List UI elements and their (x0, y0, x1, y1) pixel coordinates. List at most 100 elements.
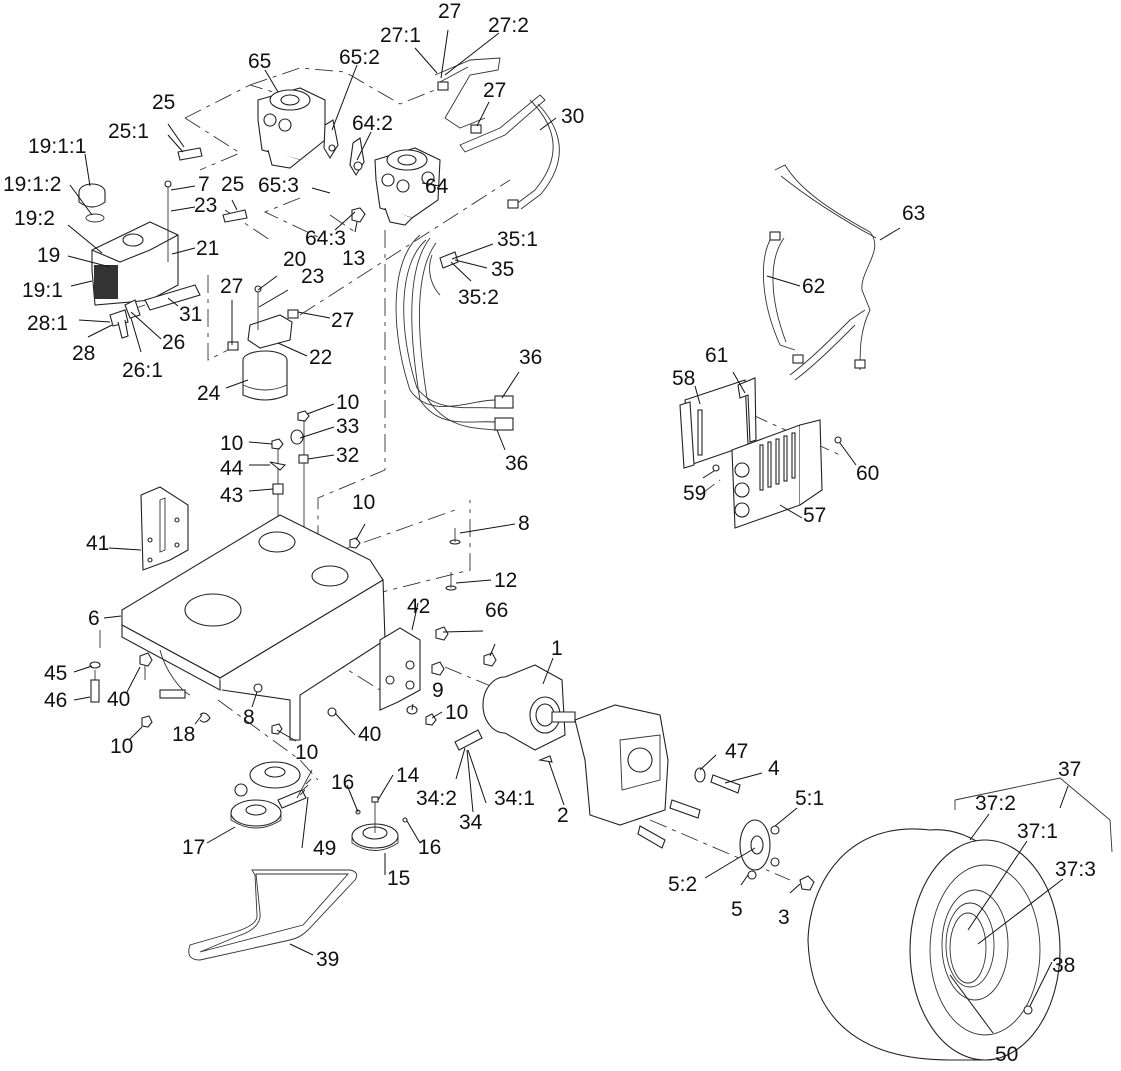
callout-43: 43 (220, 484, 243, 507)
callout-63: 63 (902, 202, 925, 225)
callout-50: 50 (995, 1043, 1018, 1066)
leader-lines (67, 29, 1069, 1034)
wheel-assembly (807, 777, 1113, 1061)
callout-46: 46 (44, 689, 67, 712)
callout-10-left: 10 (110, 735, 133, 758)
callout-2: 2 (557, 804, 569, 827)
wheel-hub (739, 819, 780, 880)
callout-64-3: 64:3 (305, 227, 346, 250)
bolts-4-47 (637, 767, 741, 849)
callout-19-1: 19:1 (22, 279, 63, 302)
callout-37-1: 37:1 (1017, 820, 1058, 843)
callout-35-2: 35:2 (458, 286, 499, 309)
callout-5-1: 5:1 (795, 787, 824, 810)
callout-37-2: 37:2 (975, 792, 1016, 815)
extension-spring (296, 769, 313, 799)
callout-5-2: 5:2 (668, 873, 697, 896)
callout-10-lower: 10 (295, 741, 318, 764)
callout-1: 1 (551, 637, 563, 660)
callout-16-left: 16 (331, 771, 354, 794)
callout-58: 58 (672, 367, 695, 390)
fitting-34 (454, 729, 483, 751)
callout-31: 31 (179, 303, 202, 326)
callout-61: 61 (705, 344, 728, 367)
callout-39: 39 (316, 948, 339, 971)
callout-47: 47 (725, 740, 748, 763)
callout-44: 44 (220, 457, 244, 480)
guard-slots (759, 432, 796, 491)
screw-59 (712, 464, 720, 472)
callout-66: 66 (485, 599, 508, 622)
hose-assembly (434, 57, 560, 210)
callout-19-1-1: 19:1:1 (28, 135, 86, 158)
callout-5: 5 (731, 898, 743, 921)
callout-22: 22 (309, 346, 332, 369)
callout-27-1: 27:1 (380, 24, 421, 47)
callout-13: 13 (342, 247, 365, 270)
callout-37: 37 (1058, 758, 1081, 781)
callout-27-left: 27 (220, 275, 243, 298)
cooler-hoses (763, 164, 877, 381)
callout-27-mid: 27 (483, 79, 506, 102)
nut-13 (351, 207, 366, 223)
callout-12: 12 (494, 569, 517, 592)
chassis-plate (121, 514, 386, 741)
callout-23-upper: 23 (194, 194, 217, 217)
callout-30: 30 (561, 105, 584, 128)
cooler-guard (731, 419, 823, 529)
castle-nut (799, 875, 815, 891)
callout-34-1: 34:1 (494, 787, 535, 810)
callout-59: 59 (683, 482, 706, 505)
callout-41: 41 (86, 532, 109, 555)
callout-labels: 65 65:2 65:3 64 64:2 64:3 13 27 27:1 27:… (3, 0, 1096, 1066)
bolt-7 (164, 180, 172, 262)
hydraulic-pump-left (257, 87, 326, 169)
callout-38: 38 (1052, 954, 1075, 977)
callout-19-2: 19:2 (14, 207, 55, 230)
callout-8-lower: 8 (243, 706, 255, 729)
callout-3: 3 (778, 906, 790, 929)
mount-plate-left (140, 486, 189, 571)
carriage-bolt-12 (445, 572, 457, 591)
hydraulic-hoses-36 (395, 234, 514, 431)
callout-42: 42 (407, 595, 430, 618)
callout-64-2: 64:2 (352, 112, 393, 135)
callout-27-right: 27 (331, 309, 354, 332)
callout-16-right: 16 (418, 836, 441, 859)
washer-nut-9-10 (406, 705, 437, 726)
pump-bracket-left (323, 119, 339, 160)
drive-belt (188, 869, 358, 961)
fitting-35 (439, 251, 459, 269)
callout-19: 19 (37, 244, 60, 267)
callout-28: 28 (72, 342, 95, 365)
hydraulic-reservoir (78, 183, 179, 306)
callout-35: 35 (491, 258, 514, 281)
mount-plate-right (379, 627, 421, 711)
fitting-25-lower (222, 209, 248, 223)
callout-10-right: 10 (445, 701, 468, 724)
callout-24: 24 (197, 382, 221, 405)
callout-65: 65 (248, 50, 271, 73)
callout-45: 45 (44, 662, 67, 685)
carriage-bolt-8-top (449, 528, 461, 545)
callout-8-top: 8 (518, 512, 530, 535)
callout-25-1: 25:1 (108, 120, 149, 143)
pump-pulley (351, 796, 408, 851)
callout-18: 18 (172, 723, 195, 746)
oil-filter (242, 350, 288, 401)
stack-10-44-43 (269, 438, 287, 520)
screw-60 (834, 436, 842, 444)
callout-40-left: 40 (107, 688, 130, 711)
callout-34-2: 34:2 (416, 787, 457, 810)
callout-49: 49 (313, 837, 336, 860)
callout-60: 60 (856, 462, 879, 485)
callout-20: 20 (283, 248, 306, 271)
callout-28-1: 28:1 (27, 312, 68, 335)
callout-40-right: 40 (358, 723, 381, 746)
callout-35-1: 35:1 (497, 228, 538, 251)
tee-fitting-28 (109, 309, 129, 339)
left-fasteners (89, 652, 337, 735)
callout-17: 17 (182, 836, 205, 859)
callout-34: 34 (459, 811, 483, 834)
